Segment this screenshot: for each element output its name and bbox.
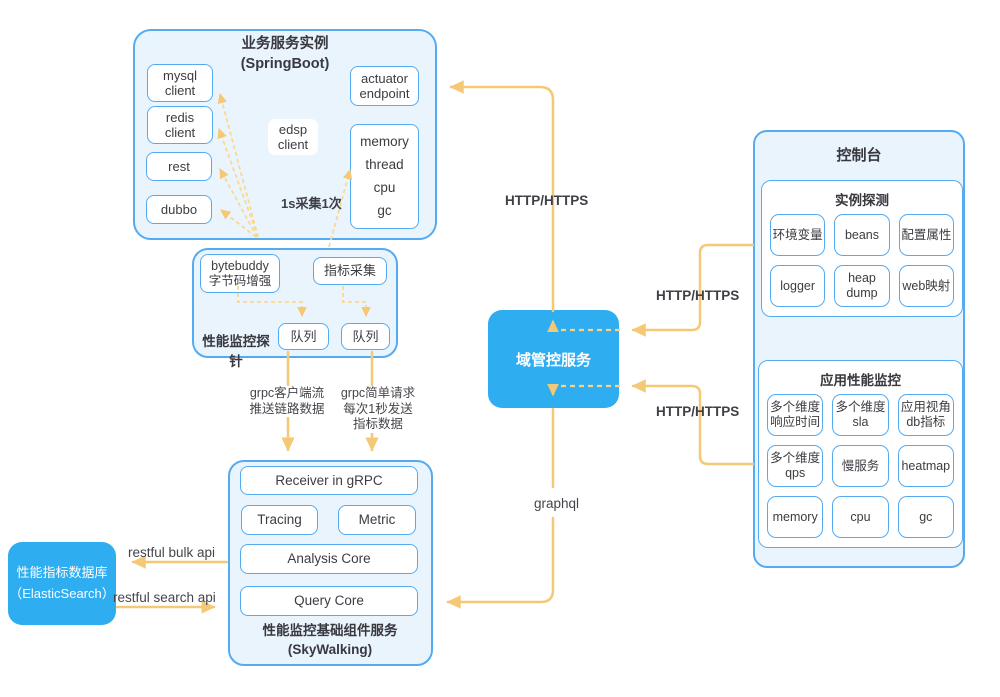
actuator-endpoint-node: actuator endpoint: [350, 66, 419, 106]
elasticsearch-box: 性能指标数据库 （ElasticSearch）: [8, 542, 116, 625]
sla-node: 多个维度 sla: [832, 394, 889, 436]
analysis-core-node: Analysis Core: [240, 544, 418, 574]
http-top-label: HTTP/HTTPS: [505, 193, 589, 208]
collect-interval-label: 1s采集1次: [281, 196, 342, 211]
web-mapping-node: web映射: [898, 265, 954, 307]
apm-title: 应用性能监控: [820, 373, 901, 388]
grpc-metrics-label: grpc简单请求 每次1秒发送 指标数据: [333, 386, 423, 433]
metric-node: Metric: [338, 505, 416, 535]
probe-label: 性能监控探针: [202, 334, 270, 369]
domain-service-box: 域管控服务: [488, 310, 619, 408]
cpu-node: cpu: [832, 496, 889, 538]
metric-thread: thread: [365, 157, 404, 173]
apm-grid: 多个维度 响应时间 多个维度 sla 应用视角 db指标 多个维度 qps 慢服…: [758, 394, 963, 538]
resp-time-node: 多个维度 响应时间: [767, 394, 824, 436]
instance-probe-grid: 环境变量 beans 配置属性 logger heap dump web映射: [761, 214, 963, 307]
http-lower-right-label: HTTP/HTTPS: [656, 404, 740, 419]
edge-console-to-domain-lower: [631, 379, 755, 466]
gc-node: gc: [897, 496, 954, 538]
instance-probe-title: 实例探测: [835, 193, 889, 208]
db-metrics-node: 应用视角 db指标: [897, 394, 954, 436]
springboot-title: 业务服务实例 (SpringBoot): [240, 36, 330, 72]
dubbo-node: dubbo: [146, 195, 212, 224]
http-upper-right-label: HTTP/HTTPS: [656, 288, 740, 303]
rest-node: rest: [146, 152, 212, 181]
graphql-label: graphql: [531, 496, 583, 511]
edsp-client-node: edsp client: [268, 119, 318, 155]
metric-memory: memory: [360, 134, 409, 150]
query-core-node: Query Core: [240, 586, 418, 616]
memory-node: memory: [767, 496, 824, 538]
queue-1-node: 队列: [278, 323, 329, 350]
mysql-client-node: mysql client: [147, 64, 213, 102]
grpc-stream-label: grpc客户端流 推送链路数据: [240, 386, 334, 418]
console-title: 控制台: [836, 147, 882, 164]
queue-2-node: 队列: [341, 323, 390, 350]
logger-node: logger: [770, 265, 826, 307]
metric-collect-node: 指标采集: [313, 257, 387, 285]
restful-bulk-label: restful bulk api: [128, 545, 216, 560]
tracing-node: Tracing: [241, 505, 318, 535]
edge-domain-to-skywalking-lower: [446, 516, 555, 609]
heatmap-node: heatmap: [897, 445, 954, 487]
beans-node: beans: [834, 214, 890, 256]
runtime-metrics-node: memory thread cpu gc: [350, 124, 419, 229]
config-props-node: 配置属性: [898, 214, 954, 256]
skywalking-caption: 性能监控基础组件服务 (SkyWalking): [262, 623, 398, 657]
slow-service-node: 慢服务: [832, 445, 889, 487]
env-vars-node: 环境变量: [770, 214, 826, 256]
receiver-grpc-node: Receiver in gRPC: [240, 466, 418, 495]
metric-cpu: cpu: [373, 179, 396, 195]
metric-gc: gc: [377, 202, 392, 218]
bytebuddy-node: bytebuddy 字节码增强: [200, 254, 280, 293]
redis-client-node: redis client: [147, 106, 213, 144]
heap-dump-node: heap dump: [834, 265, 890, 307]
restful-search-label: restful search api: [113, 590, 216, 605]
qps-node: 多个维度 qps: [767, 445, 824, 487]
